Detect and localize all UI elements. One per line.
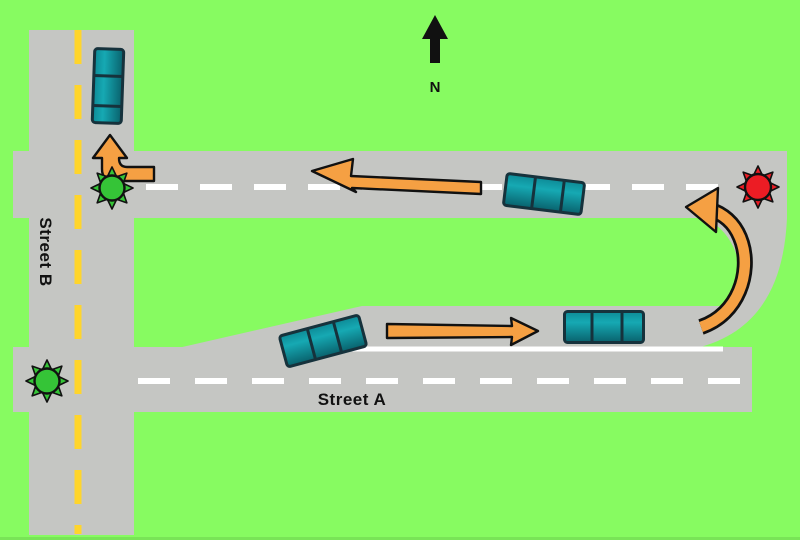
north-compass: N [422, 15, 448, 96]
car-merging-icon [278, 314, 368, 368]
u-turn-arrow-icon [684, 186, 753, 335]
north-label: N [430, 79, 441, 96]
traffic-signals [25, 165, 780, 403]
u-turn-arrowhead [684, 186, 720, 234]
north-arrow-icon [422, 15, 448, 63]
road-markings [74, 30, 781, 534]
grass-shadow-strip [0, 537, 800, 540]
red-signal-icon [736, 165, 780, 209]
westbound-arrow-icon [310, 157, 483, 196]
street-b-label: Street B [36, 217, 55, 286]
eastbound-arrow-icon [385, 316, 540, 347]
u-turn-arrow-body [699, 206, 751, 332]
left-turn-arrow-icon [91, 133, 156, 183]
green-signal-upper-icon [90, 166, 134, 210]
car-merge-lane-icon [563, 310, 645, 344]
car-upper-road-icon [502, 172, 586, 216]
movement-arrows [91, 133, 540, 347]
vehicles [90, 47, 645, 368]
car-street-b-icon [90, 47, 126, 125]
street-a-label: Street A [318, 390, 387, 409]
green-signal-lower-icon [25, 359, 69, 403]
street-a-corner-fill [690, 347, 752, 366]
